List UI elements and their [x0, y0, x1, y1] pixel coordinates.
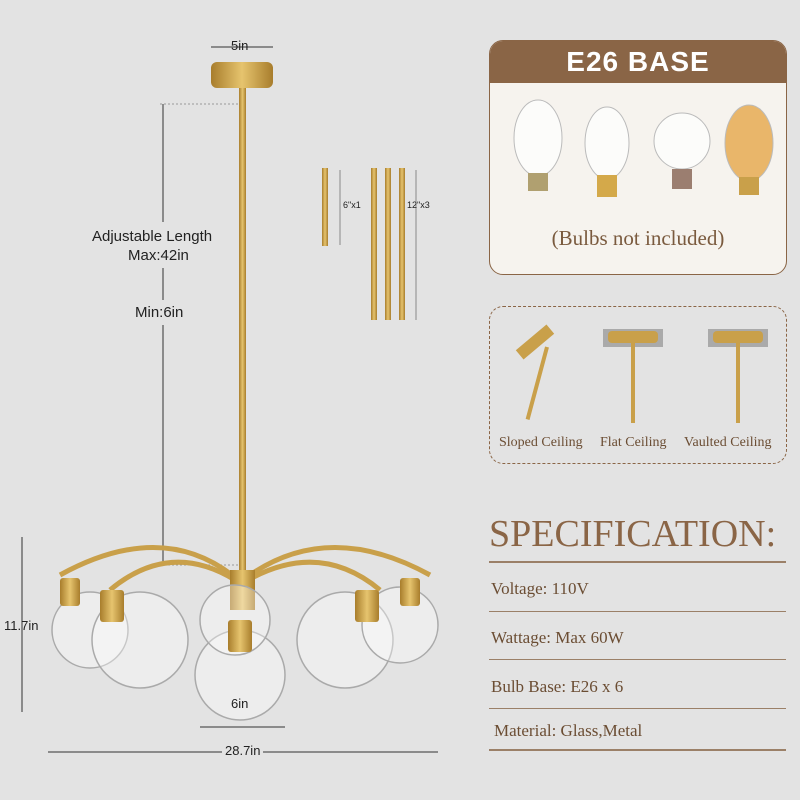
vaulted-ceiling-label: Vaulted Ceiling	[684, 435, 772, 450]
rod-12in	[399, 168, 405, 320]
divider	[489, 708, 786, 709]
height-label: 11.7in	[4, 618, 39, 633]
canopy	[211, 62, 273, 88]
spec-bulb-base: Bulb Base: E26 x 6	[491, 677, 624, 696]
rod-long-label: 12"x3	[407, 200, 430, 210]
rod-short-label: 6"x1	[343, 200, 361, 210]
spec-material: Material: Glass,Metal	[494, 721, 643, 740]
bulb-base-panel: E26 BASE (Bulbs not included)	[489, 40, 787, 275]
spec-voltage: Voltage: 110V	[491, 579, 589, 598]
shade-width-label: 6in	[231, 696, 249, 711]
chandelier-illustration	[21, 46, 439, 753]
ceiling-mount-panel: Sloped Ceiling Flat Ceiling Vaulted Ceil…	[489, 306, 787, 464]
divider	[489, 561, 786, 563]
bulb-images	[513, 99, 774, 197]
canopy-width-label: 5in	[231, 38, 249, 53]
adjustable-length-label: Adjustable Length	[92, 228, 213, 245]
rod-6in	[322, 168, 328, 246]
sloped-ceiling-label: Sloped Ceiling	[499, 435, 583, 450]
bulb-panel-title: E26 BASE	[490, 41, 786, 83]
specification-title: SPECIFICATION:	[489, 513, 777, 555]
spec-wattage: Wattage: Max 60W	[491, 628, 624, 647]
divider	[489, 611, 786, 612]
flat-ceiling-label: Flat Ceiling	[600, 435, 667, 450]
divider	[489, 659, 786, 660]
overall-width-label: 28.7in	[222, 743, 264, 758]
rod-12in	[385, 168, 391, 320]
max-length-label: Max:42in	[128, 247, 189, 264]
bulbs-not-included-note: (Bulbs not included)	[551, 226, 725, 250]
min-length-label: Min:6in	[135, 304, 184, 321]
rod-12in	[371, 168, 377, 320]
mount-illustrations	[515, 324, 768, 423]
rod	[239, 88, 246, 578]
divider	[489, 749, 786, 751]
